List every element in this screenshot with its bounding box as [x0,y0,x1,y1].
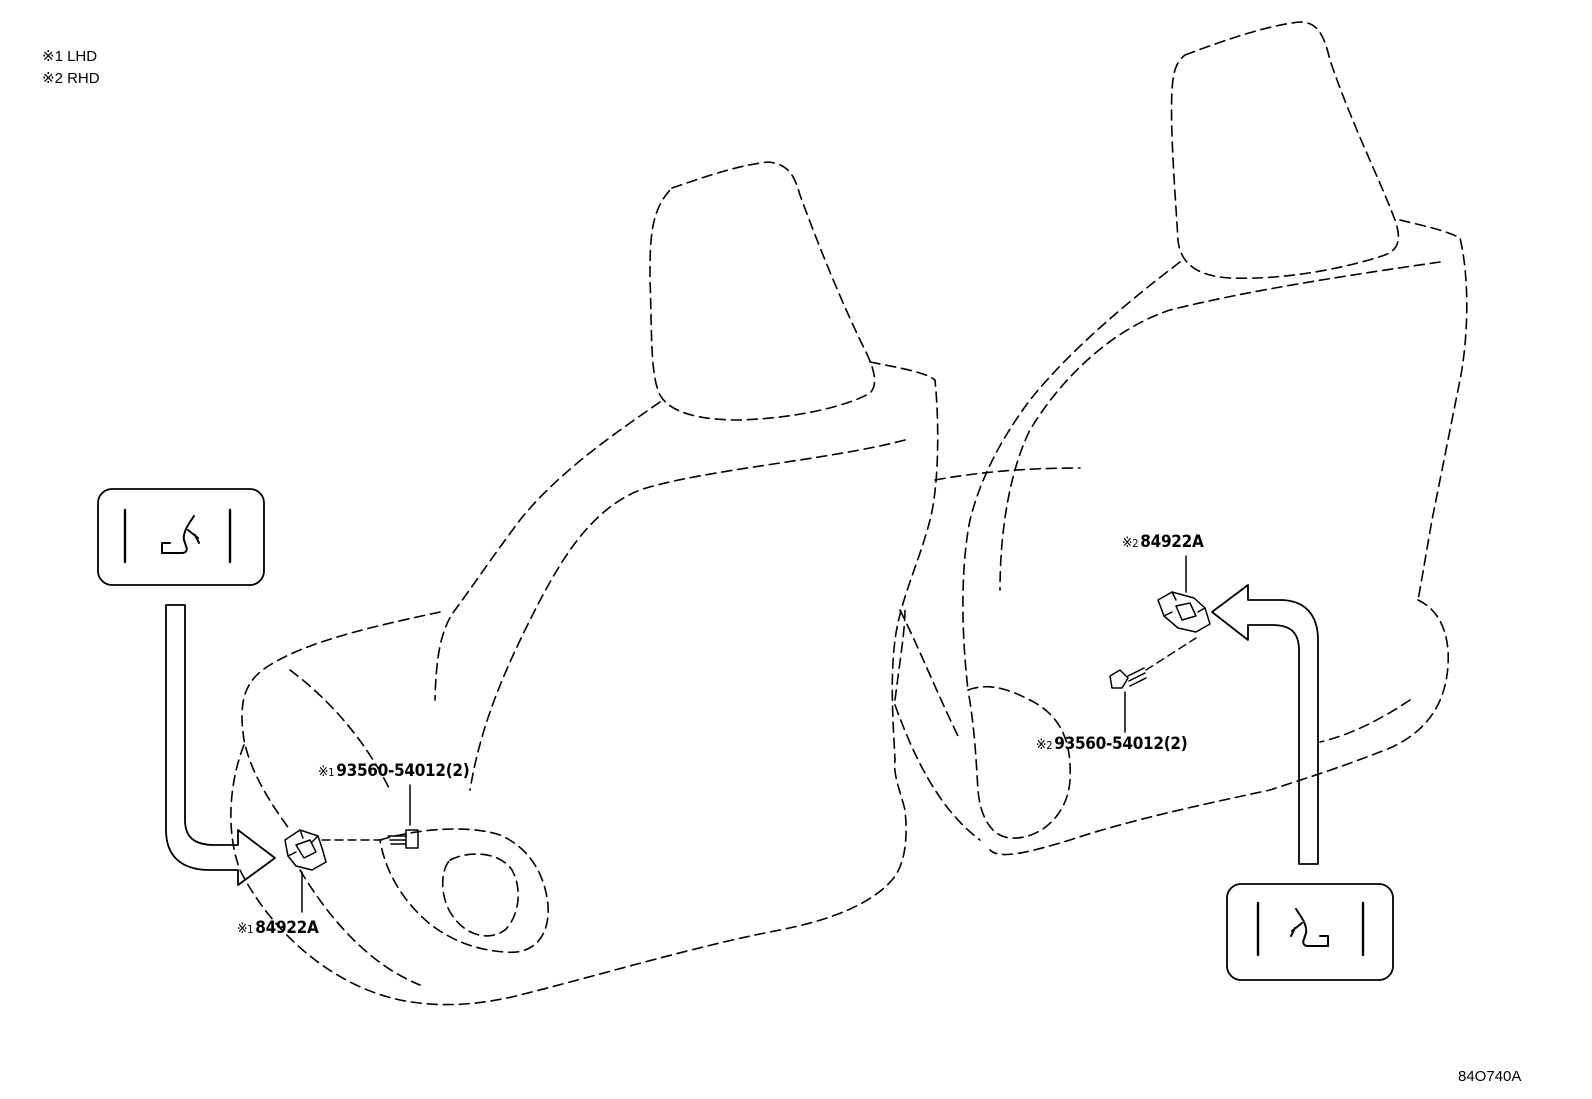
seat-heater-switch-icon [161,515,200,554]
right-seat-cushion [967,686,1071,839]
seat-heater-switch-icon-right [1290,908,1329,947]
left-seat-backrest [434,361,939,761]
part-number: 84922A [255,918,319,938]
right-bolt-leader [1145,637,1197,671]
part-number: 93560-54012(2) [336,761,470,781]
right-arrow [1211,584,1319,865]
callout-mark: ※ [1036,737,1047,753]
right-seat-base [894,467,1081,841]
left-seat-knob [441,853,519,937]
callout-ref: 2 [1132,537,1139,550]
right-seat-bolster [989,599,1450,856]
right-seat-backrest-face [999,261,1441,591]
right-seat-outline [894,21,1468,856]
left-seat-cushion [230,611,907,1006]
callout-mark: ※ [237,921,248,937]
callout-mark: ※ [318,764,329,780]
note-rhd: ※2 RHD [42,70,100,87]
left-seat-side-panel [379,828,549,954]
right-seat-backrest [962,219,1468,691]
left-bolt [387,784,419,849]
note-lhd: ※1 LHD [42,48,98,65]
callout-ref: 1 [247,923,254,936]
callout-ref: 1 [328,766,335,779]
left-seat-headrest [649,161,876,421]
right-switch-part [1157,555,1211,633]
callout-mark: ※ [1122,535,1133,551]
left-arrow [165,604,276,886]
left-seat-base [299,869,421,986]
right-detail-box [1226,883,1394,981]
right-seat-headrest [1170,21,1400,280]
left-seat-backrest-face [469,439,906,791]
left-detail-box [97,488,265,586]
left-seat-outline [230,161,939,1006]
drawing-id: 84O740A [1458,1068,1522,1085]
part-number: 93560-54012(2) [1054,734,1188,754]
callout-ref: 2 [1046,739,1053,752]
right-seat-rear-panel [1319,699,1411,743]
part-number: 84922A [1140,532,1204,552]
left-switch-part [284,829,327,913]
right-bolt [1109,667,1147,733]
